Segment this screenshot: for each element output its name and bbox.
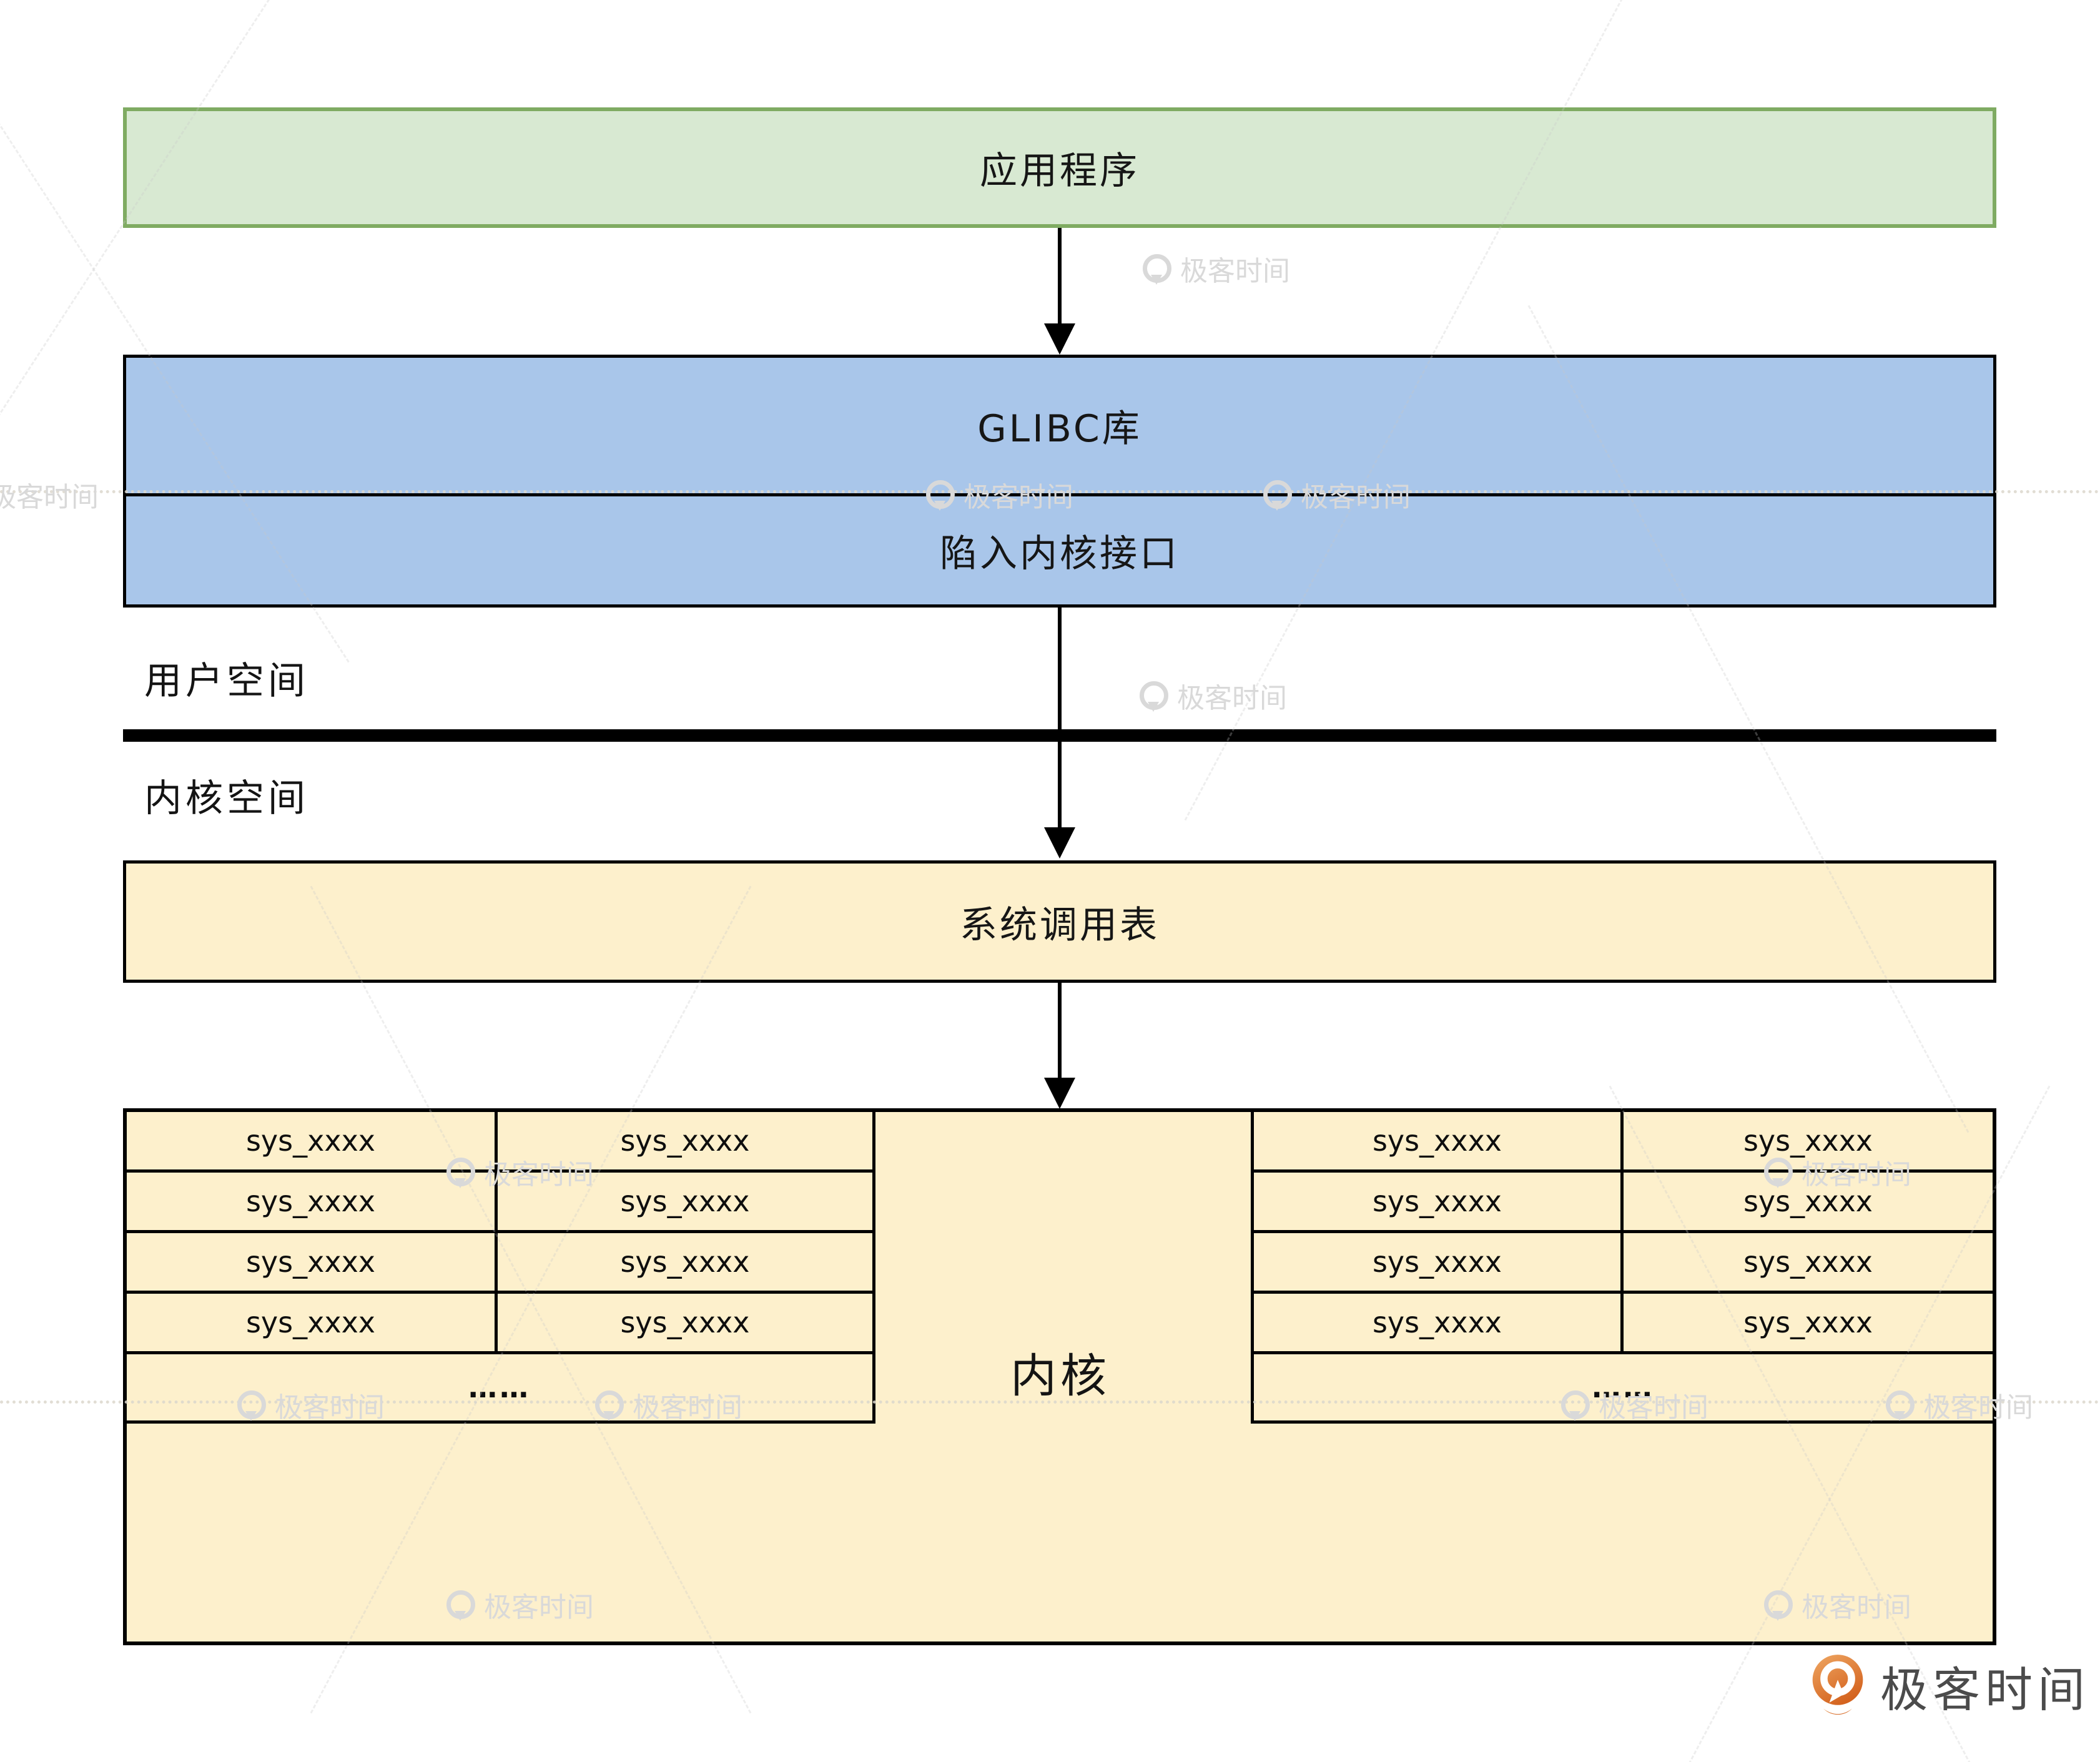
trap-kernel-section: 陷入内核接口	[126, 496, 1993, 604]
application-label: 应用程序	[980, 149, 1140, 193]
table-row: sys_xxxx sys_xxxx	[127, 1112, 872, 1173]
watermark: 极客时间	[1140, 676, 1287, 716]
syscall-entry-cell: sys_xxxx	[1743, 1184, 1873, 1218]
syscall-entry-cell: sys_xxxx	[620, 1306, 750, 1339]
syscall-entry-cell: sys_xxxx	[1254, 1173, 1624, 1230]
syscall-entry-cell: sys_xxxx	[620, 1245, 750, 1279]
table-row: sys_xxxx sys_xxxx	[127, 1173, 872, 1233]
syscall-table-label: 系统调用表	[960, 903, 1160, 947]
syscall-entry-cell: sys_xxxx	[1254, 1294, 1624, 1351]
kernel-space-label: 内核空间	[144, 777, 309, 820]
syscall-entries-table-left: sys_xxxx sys_xxxx sys_xxxx sys_xxxx sys_…	[127, 1112, 875, 1424]
arrow-head-icon	[1044, 827, 1075, 859]
table-row: sys_xxxx sys_xxxx	[127, 1294, 872, 1354]
arrow-head-icon	[1044, 323, 1075, 355]
arrow-shaft	[1058, 228, 1062, 325]
user-space-label: 用户空间	[144, 659, 309, 703]
kernel-label: 内核	[1010, 1349, 1110, 1403]
kernel-box: sys_xxxx sys_xxxx sys_xxxx sys_xxxx sys_…	[123, 1108, 1996, 1645]
geektime-watermark-icon	[1143, 254, 1171, 285]
table-row: sys_xxxx sys_xxxx	[1254, 1112, 1993, 1173]
syscall-entry-cell: sys_xxxx	[127, 1173, 498, 1230]
syscall-entry-cell: sys_xxxx	[1743, 1306, 1873, 1339]
table-row: sys_xxxx sys_xxxx	[1254, 1173, 1993, 1233]
glibc-section: GLIBC库	[126, 358, 1993, 496]
watermark: 极客时间	[1143, 249, 1290, 288]
syscall-table-box: 系统调用表	[123, 860, 1996, 983]
arrow-head-icon	[1044, 1078, 1075, 1109]
syscall-entry-cell: sys_xxxx	[1743, 1124, 1873, 1158]
syscall-entry-cell: sys_xxxx	[127, 1294, 498, 1351]
table-row: sys_xxxx sys_xxxx	[1254, 1233, 1993, 1294]
brand-text: 极客时间	[1880, 1662, 2090, 1718]
arrow-shaft	[1058, 608, 1062, 829]
glibc-box: GLIBC库 陷入内核接口	[123, 355, 1996, 608]
arrow-shaft	[1058, 983, 1062, 1080]
ellipsis-row: ……	[468, 1371, 531, 1404]
brand-logo: 极客时间	[1808, 1651, 2090, 1720]
syscall-entry-cell: sys_xxxx	[620, 1124, 750, 1158]
syscall-entry-cell: sys_xxxx	[127, 1233, 498, 1291]
syscall-entry-cell: sys_xxxx	[127, 1112, 498, 1169]
syscall-entry-cell: sys_xxxx	[1254, 1112, 1624, 1169]
geektime-watermark-icon	[1140, 681, 1168, 712]
table-row: sys_xxxx sys_xxxx	[127, 1233, 872, 1294]
syscall-entry-cell: sys_xxxx	[620, 1184, 750, 1218]
watermark: 极客时间	[0, 481, 99, 513]
syscall-entries-table-right: sys_xxxx sys_xxxx sys_xxxx sys_xxxx sys_…	[1251, 1112, 1993, 1424]
table-row: sys_xxxx sys_xxxx	[1254, 1294, 1993, 1354]
geektime-logo-icon	[1812, 1655, 1863, 1715]
application-box: 应用程序	[123, 107, 1996, 228]
syscall-entry-cell: sys_xxxx	[1254, 1233, 1624, 1291]
syscall-entry-cell: sys_xxxx	[1743, 1245, 1873, 1279]
glibc-label: GLIBC库	[977, 407, 1142, 451]
ellipsis-row: ……	[1592, 1371, 1655, 1404]
trap-kernel-label: 陷入内核接口	[940, 532, 1180, 576]
